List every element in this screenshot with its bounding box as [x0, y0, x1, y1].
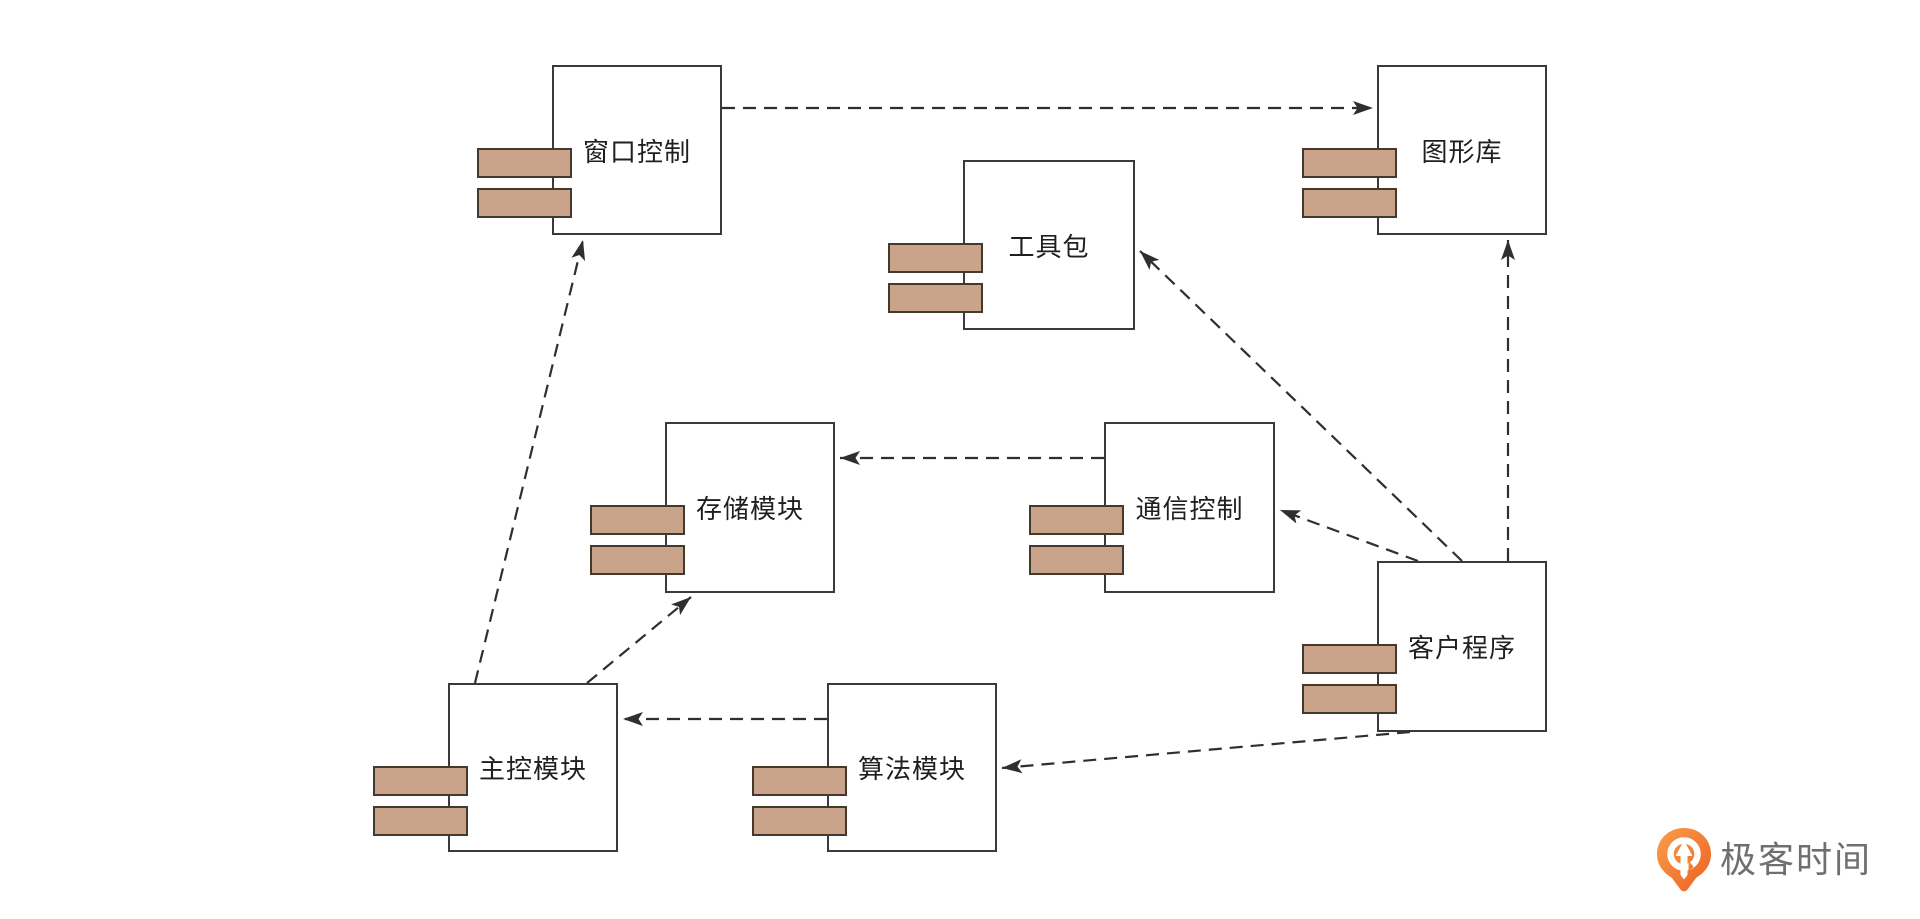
component-client-program: 客户程序: [1302, 561, 1547, 732]
component-label: 窗口控制: [582, 136, 691, 167]
component-label: 客户程序: [1407, 633, 1516, 663]
component-port-icon: [373, 766, 468, 796]
component-algorithm-module: 算法模块: [752, 683, 997, 852]
arrow-client-program-to-comm-control: [1279, 508, 1419, 563]
component-graphics-library: 图形库: [1302, 65, 1547, 235]
component-comm-control: 通信控制: [1029, 422, 1275, 593]
component-port-icon: [1302, 188, 1397, 218]
component-port-icon: [752, 766, 847, 796]
component-port-icon: [1302, 684, 1397, 714]
component-main-control: 主控模块: [373, 683, 618, 852]
component-label: 工具包: [1008, 231, 1090, 262]
component-label: 存储模块: [695, 494, 804, 524]
component-port-icon: [590, 505, 685, 535]
geektime-pin-icon: [1657, 828, 1711, 892]
component-label: 主控模块: [478, 754, 587, 784]
component-label: 通信控制: [1135, 494, 1244, 524]
component-window-control: 窗口控制: [477, 65, 722, 235]
component-label: 算法模块: [857, 754, 966, 784]
component-port-icon: [888, 283, 983, 313]
geektime-logo: 极客时间: [1655, 827, 1872, 893]
arrow-client-program-to-algorithm-module: [1001, 730, 1411, 774]
geektime-logo-text: 极客时间: [1720, 839, 1873, 880]
component-toolkit: 工具包: [888, 160, 1135, 330]
component-storage-module: 存储模块: [590, 422, 835, 593]
arrow-main-control-to-storage-module: [586, 596, 692, 684]
component-port-icon: [1302, 148, 1397, 178]
component-port-icon: [1029, 505, 1124, 535]
component-label: 图形库: [1421, 136, 1503, 167]
component-port-icon: [477, 188, 572, 218]
arrow-main-control-to-window-control: [473, 239, 586, 684]
component-port-icon: [1029, 545, 1124, 575]
component-port-icon: [888, 243, 983, 273]
component-port-icon: [590, 545, 685, 575]
component-port-icon: [373, 806, 468, 836]
component-port-icon: [477, 148, 572, 178]
component-port-icon: [1302, 644, 1397, 674]
component-port-icon: [752, 806, 847, 836]
